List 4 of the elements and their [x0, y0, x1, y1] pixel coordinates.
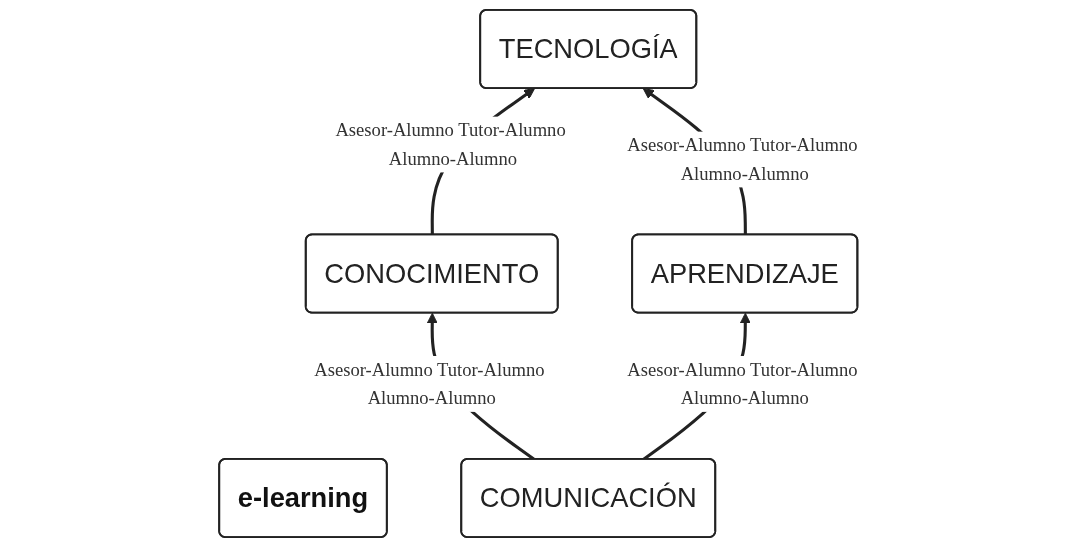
edge-label: Asesor-Alumno Tutor-Alumno Alumno-Alumno	[335, 120, 566, 168]
edge-label: Asesor-Alumno Tutor-Alumno Alumno-Alumno	[627, 359, 858, 408]
edge-label: Asesor-Alumno Tutor-Alumno Alumno-Alumno	[627, 135, 858, 183]
edge-label: Asesor-Alumno Tutor-Alumno Alumno-Alumno	[314, 359, 545, 408]
